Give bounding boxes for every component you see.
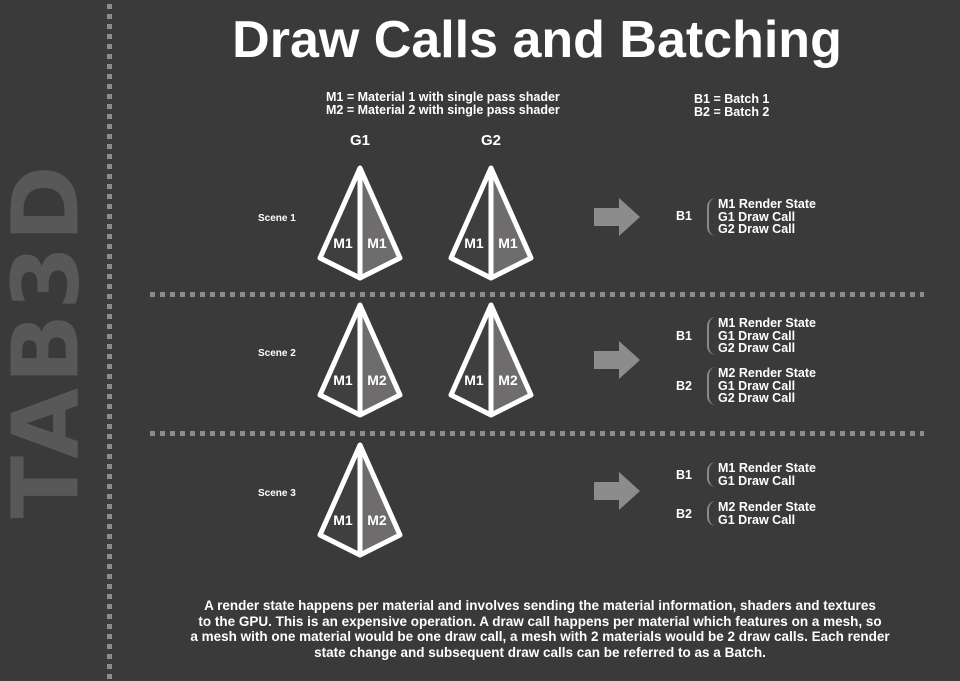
batch-legend-line: B2 = Batch 2 (694, 105, 770, 119)
batch-contents: M1 Render State G1 Draw Call G2 Draw Cal… (707, 317, 816, 355)
batch-line: G1 Draw Call (718, 209, 796, 224)
explanation-line: state change and subsequent draw calls c… (314, 644, 766, 660)
batch-label: B1 (676, 329, 692, 343)
column-label-g2: G2 (480, 132, 502, 149)
mesh-scene1-g1: M1 M1 (320, 168, 400, 278)
batch-line: M1 Render State (718, 461, 816, 475)
mesh-material-label: M1 (464, 235, 484, 251)
mesh-material-label: M1 (333, 235, 353, 251)
mesh-scene1-g2: M1 M1 (451, 168, 531, 278)
mesh-material-label: M1 (367, 235, 387, 251)
batch-label: B1 (676, 209, 692, 223)
batch-contents: M2 Render State G1 Draw Call G2 Draw Cal… (707, 367, 816, 405)
mesh-material-label: M1 (498, 235, 518, 251)
batch-contents: M1 Render State G1 Draw Call G2 Draw Cal… (707, 198, 816, 236)
batch-line: M1 Render State (718, 316, 816, 330)
column-label-g1: G1 (349, 132, 371, 149)
batch-legend: B1 = Batch 1 B2 = Batch 2 (694, 93, 769, 119)
mesh-material-label: M2 (498, 372, 518, 388)
batch-label: B1 (676, 468, 692, 482)
scene-label-2: Scene 2 (258, 348, 296, 359)
batch-line: M2 Render State (718, 366, 816, 380)
page-title: Draw Calls and Batching (232, 11, 842, 69)
mesh-material-label: M2 (367, 512, 387, 528)
batch-contents: M2 Render State G1 Draw Call (707, 501, 816, 526)
mesh-material-label: M2 (367, 372, 387, 388)
scene-label-3: Scene 3 (258, 488, 296, 499)
batch-line: G2 Draw Call (718, 222, 796, 236)
batch-contents: M1 Render State G1 Draw Call (707, 462, 816, 487)
batch-line: G1 Draw Call (718, 512, 796, 527)
explanation-line: A render state happens per material and … (204, 598, 876, 613)
batch-line: G1 Draw Call (718, 378, 796, 393)
explanation-text: A render state happens per material and … (140, 598, 940, 660)
batch-line: G1 Draw Call (718, 328, 796, 343)
material-legend-line: M2 = Material 2 with single pass shader (326, 103, 560, 117)
mesh-material-label: M1 (464, 372, 484, 388)
batch-line: G2 Draw Call (718, 391, 796, 405)
batch-line: G2 Draw Call (718, 341, 796, 355)
material-legend-line: M1 = Material 1 with single pass shader (326, 90, 560, 104)
mesh-scene2-g2: M1 M2 (451, 305, 531, 415)
scene-divider (150, 431, 924, 436)
arrow-right-icon (594, 341, 640, 379)
batch-line: M1 Render State (718, 197, 816, 211)
scene-label-1: Scene 1 (258, 213, 296, 224)
arrow-right-icon (594, 198, 640, 236)
scene-divider (150, 292, 924, 297)
mesh-material-label: M1 (333, 512, 353, 528)
batch-line: M2 Render State (718, 500, 816, 514)
batch-line: G1 Draw Call (718, 473, 796, 488)
batch-label: B2 (676, 379, 692, 393)
material-legend: M1 = Material 1 with single pass shader … (326, 91, 560, 117)
vertical-dotted-divider (107, 4, 112, 680)
mesh-material-label: M1 (333, 372, 353, 388)
arrow-right-icon (594, 472, 640, 510)
explanation-line: to the GPU. This is an expensive operati… (198, 613, 882, 629)
batch-label: B2 (676, 507, 692, 521)
batch-legend-line: B1 = Batch 1 (694, 92, 770, 106)
mesh-scene2-g1: M1 M2 (320, 305, 400, 415)
explanation-line: a mesh with one material would be one dr… (190, 629, 890, 644)
mesh-scene3-g1: M1 M2 (320, 445, 400, 555)
